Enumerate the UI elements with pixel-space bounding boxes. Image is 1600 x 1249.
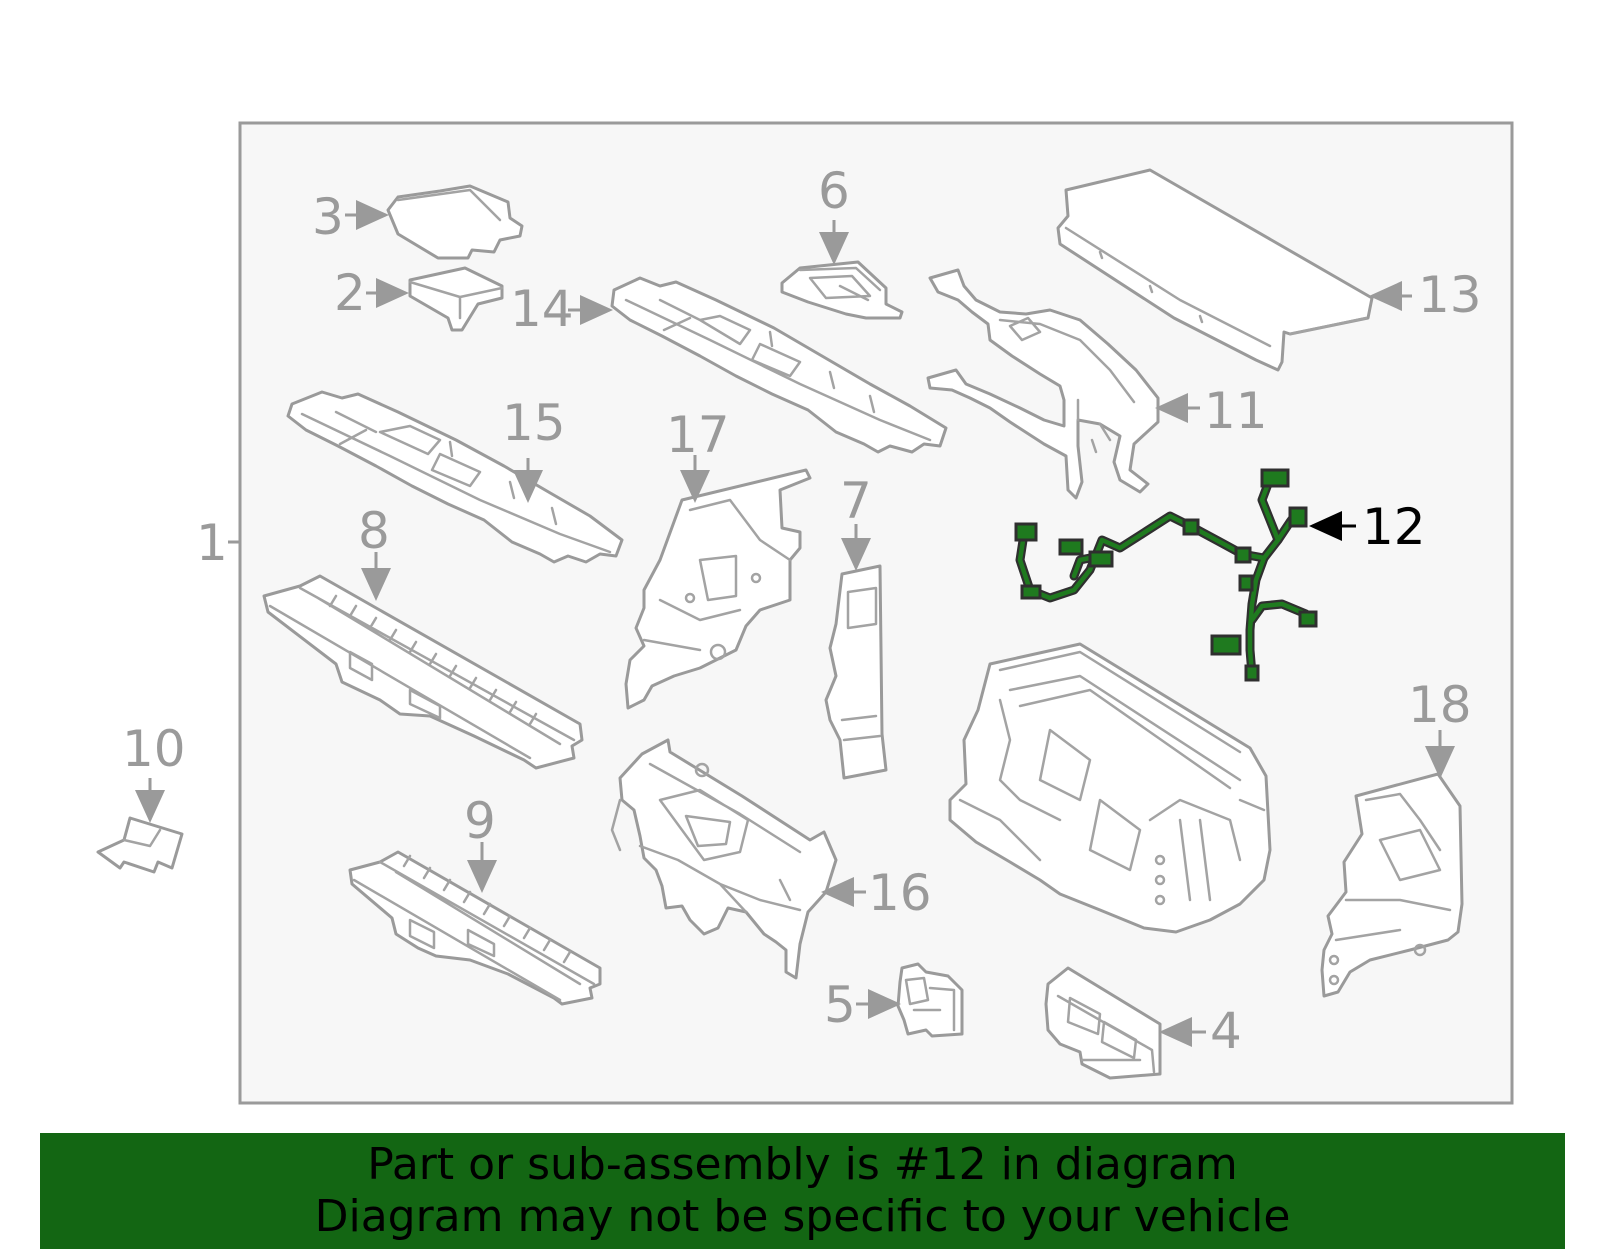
part-4 — [1044, 966, 1206, 1080]
part-14 — [568, 276, 948, 454]
part-5 — [856, 962, 964, 1038]
part-11 — [926, 268, 1200, 500]
info-banner: Part or sub-assembly is #12 in diagram D… — [40, 1133, 1565, 1249]
part-17 — [624, 455, 812, 710]
callout-8: 8 — [358, 502, 390, 560]
callout-1: 1 — [196, 514, 228, 572]
part-10 — [96, 778, 184, 874]
callout-2: 2 — [334, 264, 366, 322]
callout-6: 6 — [818, 162, 850, 220]
callout-12: 12 — [1362, 498, 1426, 556]
banner-line-part: Part or sub-assembly is #12 in diagram — [367, 1139, 1238, 1190]
part-2 — [366, 266, 504, 332]
callout-15: 15 — [502, 394, 566, 452]
part-6 — [780, 220, 904, 320]
callout-9: 9 — [464, 792, 496, 850]
part-12-wire-harness — [1014, 468, 1356, 682]
part-16 — [610, 738, 866, 980]
part-8 — [262, 552, 584, 770]
banner-line-disclaimer: Diagram may not be specific to your vehi… — [314, 1191, 1291, 1242]
part-7 — [824, 524, 888, 780]
battery-body — [948, 642, 1272, 934]
callout-4: 4 — [1210, 1002, 1242, 1060]
part-9 — [348, 842, 602, 1006]
part-15 — [286, 390, 624, 564]
callout-18: 18 — [1408, 676, 1472, 734]
part-3 — [345, 184, 524, 260]
callout-14: 14 — [510, 280, 574, 338]
callout-17: 17 — [666, 406, 730, 464]
callout-5: 5 — [824, 976, 856, 1034]
callout-16: 16 — [868, 864, 932, 922]
part-13 — [1056, 168, 1412, 372]
callout-10: 10 — [122, 720, 186, 778]
callout-11: 11 — [1204, 382, 1268, 440]
callout-13: 13 — [1418, 266, 1482, 324]
callout-7: 7 — [840, 472, 872, 530]
callout-3: 3 — [312, 188, 344, 246]
part-18 — [1320, 730, 1464, 998]
